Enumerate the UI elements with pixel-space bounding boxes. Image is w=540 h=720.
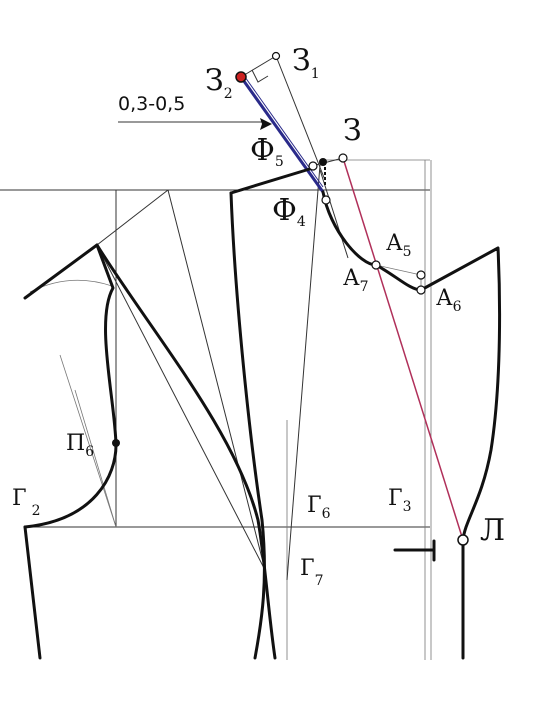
blue-shoulder-line — [239, 76, 325, 193]
bold-contours — [23, 162, 502, 660]
construction-lines — [0, 55, 432, 660]
label-dimension: 0,3-0,5 — [118, 93, 185, 115]
front-side-contour — [229, 191, 266, 660]
point-z1 — [271, 51, 281, 61]
label-z2: З2 — [205, 63, 233, 102]
point-p6 — [112, 439, 120, 447]
shoulder-line-1 — [275, 55, 326, 181]
front-center-contour — [419, 246, 502, 660]
point-f5 — [319, 158, 327, 166]
point-z2 — [235, 71, 247, 83]
label-f5: Ф5 — [250, 133, 284, 170]
label-l: Л — [480, 513, 505, 548]
dart-line-top — [96, 189, 169, 246]
label-a5: А5 — [386, 231, 412, 260]
point-a6 — [416, 285, 426, 295]
label-z: З — [343, 113, 362, 148]
neckline-contour — [321, 190, 423, 292]
label-g3: Г3 — [388, 486, 412, 515]
label-a6: А6 — [436, 286, 462, 315]
shoulder-line-2 — [240, 55, 277, 78]
dart-line-right — [167, 189, 266, 571]
a5-a6-tie — [375, 264, 422, 276]
shoulder-line-g6 — [286, 164, 321, 581]
point-a7 — [371, 260, 381, 270]
left-hem-segment — [23, 525, 42, 660]
label-g7: Г7 — [300, 556, 324, 589]
dart-line-left — [96, 244, 266, 571]
red-line — [342, 157, 464, 541]
right-angle-mark — [251, 69, 269, 83]
label-f4: Ф4 — [272, 193, 306, 230]
point-f5-open — [308, 161, 318, 171]
label-p6: П6 — [66, 431, 94, 460]
point-a5 — [416, 270, 426, 280]
label-a7: А7 — [343, 266, 369, 295]
blue-shoulder-line-thin — [244, 76, 324, 188]
point-z — [338, 153, 348, 163]
label-z1: З1 — [292, 43, 320, 82]
armhole-diagonal — [59, 354, 117, 528]
points — [112, 51, 469, 546]
back-side-contour — [95, 243, 277, 660]
dimension-arrow — [260, 118, 272, 130]
armhole-diagonal-b — [74, 389, 117, 528]
point-f4 — [321, 195, 331, 205]
point-l — [457, 534, 469, 546]
front-shoulder-contour — [229, 166, 315, 195]
label-g6: Г6 — [307, 493, 331, 522]
